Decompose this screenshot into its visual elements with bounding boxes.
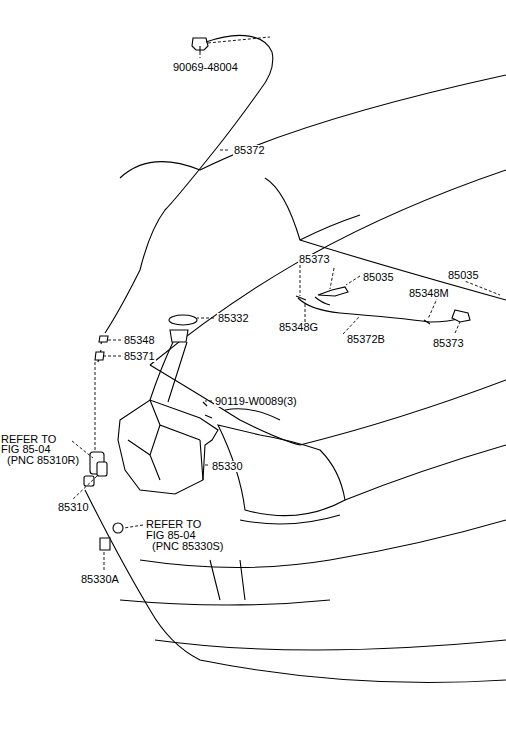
callout-number: 90069-48004 (172, 62, 239, 73)
callout-number: 85373 (432, 338, 465, 349)
callout-number: 85330 (211, 461, 244, 472)
car-body (85, 75, 506, 683)
rear-washer-hose (296, 287, 470, 324)
grommet (100, 538, 110, 550)
leader-lines (72, 37, 500, 571)
washer-pump (84, 452, 107, 486)
callout-number: (PNC 85330S) (151, 541, 225, 552)
grommet (113, 523, 123, 533)
washer-tank (118, 315, 218, 494)
callout-number: (PNC 85310R) (6, 455, 80, 466)
callout-number: 85372B (346, 334, 386, 345)
callout-number: 85348M (408, 288, 450, 299)
callout-number: 85330A (80, 574, 120, 585)
callout-number: FIG 85-04 (145, 530, 197, 541)
callout-number: 90119-W0089(3) (214, 396, 298, 407)
callout-number: FIG 85-04 (0, 444, 52, 455)
callout-number: 85310 (57, 502, 90, 513)
callout-number: 85332 (217, 313, 250, 324)
washer-hose (95, 35, 273, 362)
callout-number: 85348G (278, 322, 319, 333)
callout-number: 85373 (298, 254, 331, 265)
callout-number: 85371 (123, 351, 156, 362)
callout-number: 85035 (447, 270, 480, 281)
callout-number: 85348 (123, 335, 156, 346)
callout-number: REFER TO (145, 519, 202, 530)
callout-number: 85372 (233, 145, 266, 156)
callout-number: 85035 (362, 272, 395, 283)
